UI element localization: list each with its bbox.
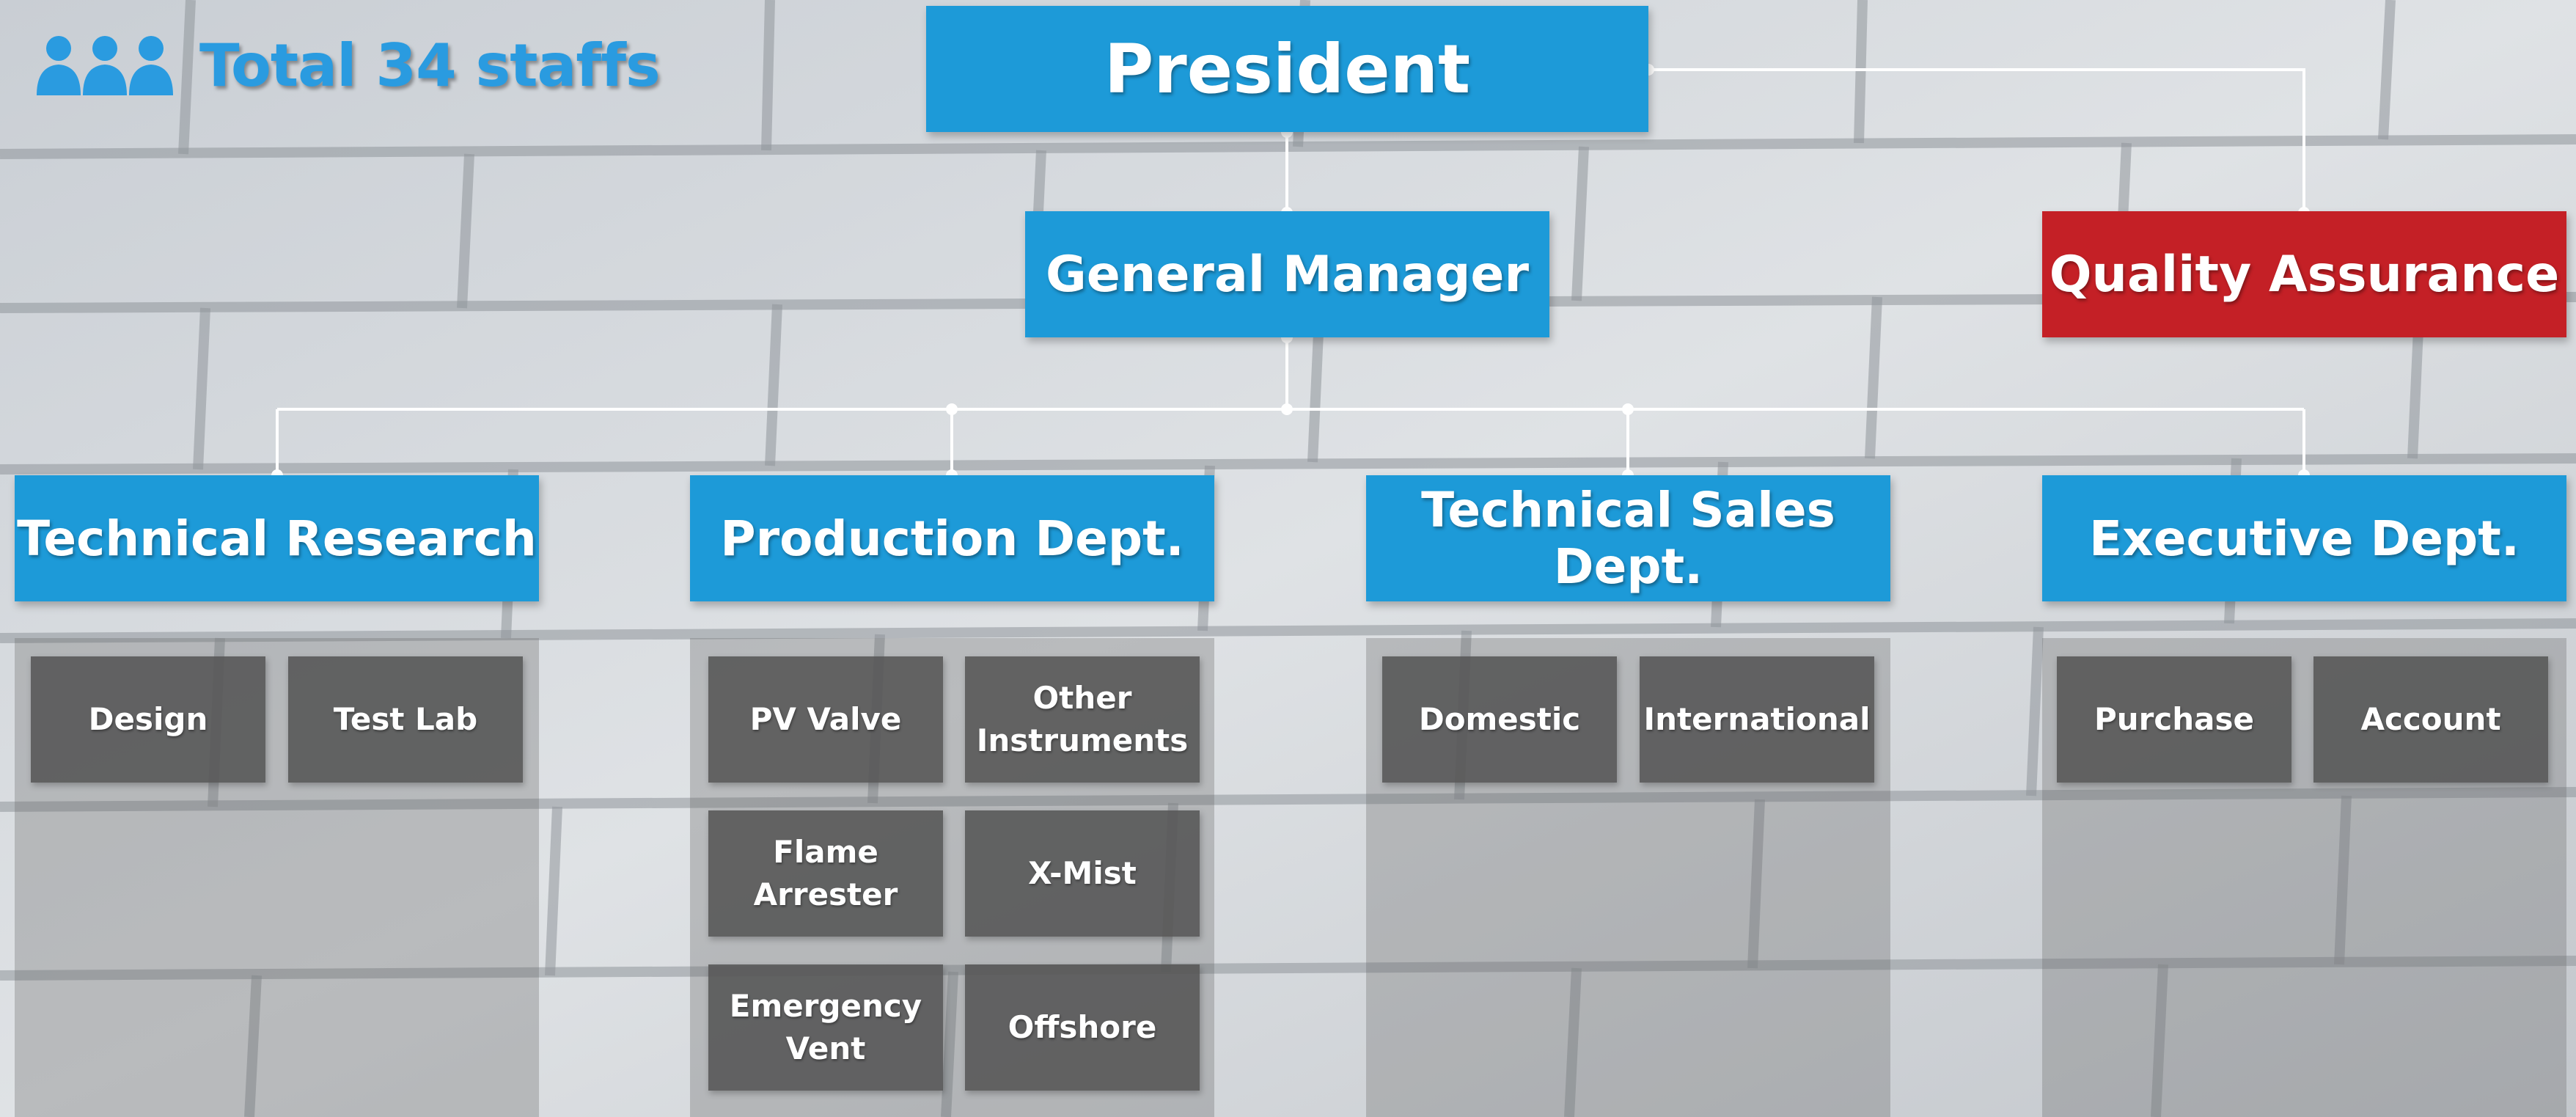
connector-dot — [1281, 403, 1293, 415]
connector-president-qa — [1648, 68, 2305, 213]
president-label: President — [1104, 29, 1471, 109]
general-manager-box[interactable]: General Manager — [1025, 211, 1549, 337]
department-label: Production Dept. — [720, 510, 1184, 567]
department-technical-research[interactable]: Technical Research — [15, 475, 539, 601]
unit-emergency-vent[interactable]: Emergency Vent — [708, 964, 943, 1091]
unit-other-instruments[interactable]: Other Instruments — [965, 656, 1200, 783]
unit-pv-valve[interactable]: PV Valve — [708, 656, 943, 783]
staff-total-header: Total 34 staffs — [35, 31, 661, 100]
unit-account[interactable]: Account — [2313, 656, 2548, 783]
department-label: Executive Dept. — [2089, 510, 2520, 567]
group-people-icon — [37, 36, 173, 95]
department-label: Technical Sales Dept. — [1421, 482, 1835, 595]
unit-offshore[interactable]: Offshore — [965, 964, 1200, 1091]
unit-x-mist[interactable]: X-Mist — [965, 810, 1200, 937]
unit-flame-arrester[interactable]: Flame Arrester — [708, 810, 943, 937]
unit-test-lab[interactable]: Test Lab — [288, 656, 523, 783]
connector-dot — [946, 403, 958, 415]
unit-domestic[interactable]: Domestic — [1382, 656, 1617, 783]
connector-dot — [1622, 403, 1634, 415]
president-box[interactable]: President — [926, 6, 1648, 132]
unit-design[interactable]: Design — [31, 656, 265, 783]
department-label: Technical Research — [17, 510, 537, 567]
general-manager-label: General Manager — [1045, 245, 1530, 304]
staff-total-title: Total 34 staffs — [199, 32, 661, 100]
unit-international[interactable]: International — [1640, 656, 1874, 783]
department-technical-sales[interactable]: Technical Sales Dept. — [1366, 475, 1890, 601]
unit-purchase[interactable]: Purchase — [2057, 656, 2291, 783]
quality-assurance-label: Quality Assurance — [2049, 245, 2560, 304]
department-executive[interactable]: Executive Dept. — [2042, 475, 2566, 601]
department-production[interactable]: Production Dept. — [690, 475, 1214, 601]
quality-assurance-box[interactable]: Quality Assurance — [2042, 211, 2566, 337]
